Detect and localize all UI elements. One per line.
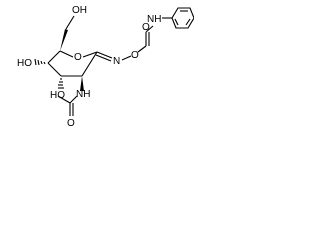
label-ho-left: HO [17,58,32,69]
bond-n-o [121,55,132,61]
phenyl-ring [171,7,194,29]
hash-c4-ho [34,58,46,66]
bond-c-nh [145,25,154,33]
bond-c4-c5 [47,50,61,64]
bond-acetyl-c-ch3 [57,95,71,104]
molecule-structure: OH O HO HO NH N O O NH O [17,5,194,128]
bond-nh-acetyl-c [69,95,78,104]
label-oh-top: OH [72,5,87,16]
bond-c1-c2 [81,51,98,77]
label-carbonyl-o-upper: O [142,22,150,33]
label-nh-phenyl: NH [147,14,161,25]
bond-c1-n-a [96,51,113,59]
label-ho-bottom: HO [50,90,65,101]
bond-ch2-oh [65,15,75,30]
label-oxime-o: O [131,50,139,61]
hash-c3-ho [58,78,64,89]
label-nh-amide: NH [76,89,90,100]
pyranose-ring [47,50,98,77]
bond-c3-c4 [47,62,62,77]
bond-c1-n-b [95,54,112,62]
wedge-c2-nh [80,76,84,91]
wedge-c5-ch2 [60,29,68,51]
label-imine-n: N [113,56,120,67]
label-carbonyl-o-lower: O [67,118,75,128]
bond-o-c [137,45,147,53]
bond-c5-ringO [59,50,74,58]
bond-ringO-c1 [82,51,98,58]
label-ring-o: O [74,52,82,63]
